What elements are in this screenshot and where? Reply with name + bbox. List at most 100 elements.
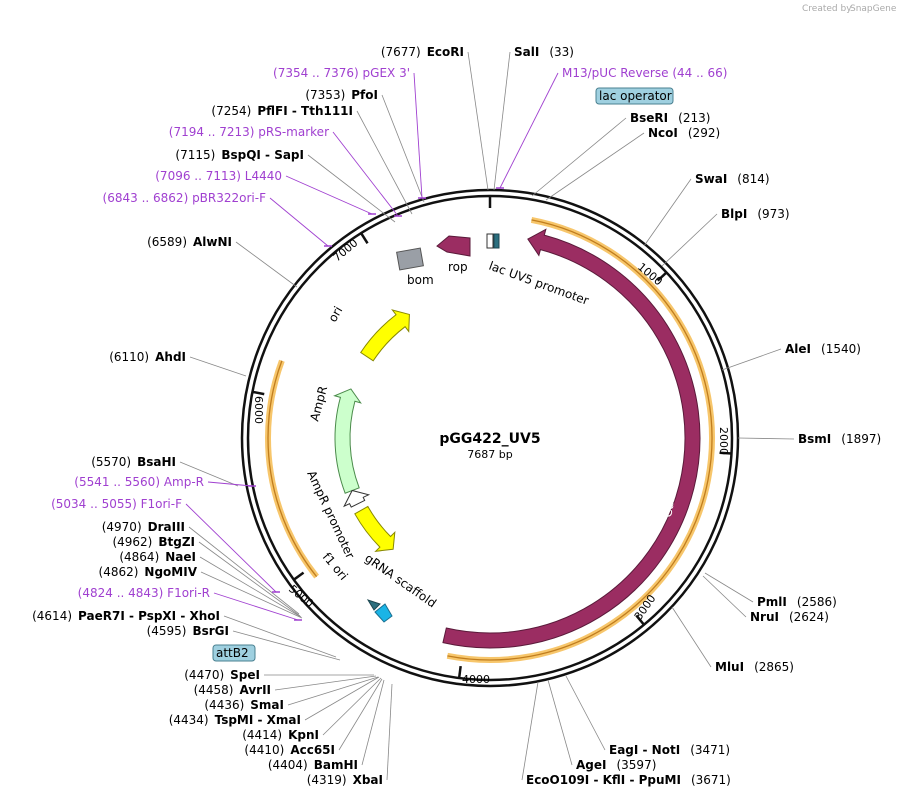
site-ngomiv[interactable]: NgoMIV(4862) (99, 565, 198, 579)
tick-label-5000: 5000 (286, 582, 316, 610)
site-position: (2586) (797, 595, 837, 609)
primer-range: (7194 .. 7213) (169, 125, 259, 139)
ampr-feature-arrow[interactable] (333, 388, 362, 494)
site-name: DraIII (148, 520, 185, 534)
primer-prs-marker[interactable]: (7194 .. 7213) pRS-marker (169, 125, 329, 139)
credit-text: Created by (802, 4, 852, 14)
site-name: EagI - NotI (609, 743, 680, 757)
attb2-box[interactable] (212, 644, 256, 662)
ori-feature-arrow[interactable] (360, 309, 410, 362)
site-bsmi[interactable]: BsmI(1897) (798, 432, 881, 446)
site-smai[interactable]: SmaI(4436) (204, 698, 284, 712)
site-xbai[interactable]: XbaI(4319) (307, 773, 383, 787)
site-leader (198, 541, 301, 617)
attb2-feature[interactable] (366, 599, 381, 611)
primer-f1ori-f[interactable]: (5034 .. 5055) F1ori-F (51, 497, 182, 511)
site-leader (704, 572, 754, 603)
site-paer7i-pspxi-xhoi[interactable]: PaeR7I - PspXI - XhoI(4614) (32, 609, 220, 623)
site-position: (4458) (194, 683, 234, 697)
site-name: BtgZI (158, 535, 195, 549)
primer-name: pRS-marker (258, 125, 329, 139)
primer-name: F1ori-R (167, 586, 210, 600)
site-leader (188, 526, 300, 615)
site-position: (5570) (91, 455, 131, 469)
primer-label: (5034 .. 5055) F1ori-F (51, 497, 182, 511)
site-name: AleI (785, 342, 811, 356)
credit-brand: SnapGene (850, 4, 897, 14)
site-leader (565, 675, 606, 751)
primer-leader (207, 481, 253, 487)
site-pflfi-tth111i[interactable]: PflFI - Tth111I(7254) (211, 104, 353, 118)
site-alei[interactable]: AleI(1540) (785, 342, 861, 356)
site-ahdi[interactable]: AhdI(6110) (109, 350, 186, 364)
site-name: NaeI (165, 550, 196, 564)
site-leader (661, 213, 718, 267)
primer-f1ori-r[interactable]: (4824 .. 4843) F1ori-R (78, 586, 210, 600)
site-position: (973) (757, 207, 789, 221)
site-ncoi[interactable]: NcoI(292) (648, 126, 720, 140)
site-leader (179, 461, 239, 487)
site-leader (381, 94, 425, 203)
site-leader (545, 132, 645, 201)
site-position: (4970) (102, 520, 142, 534)
site-nrui[interactable]: NruI(2624) (750, 610, 829, 624)
site-name: PflFI - Tth111I (257, 104, 353, 118)
site-avrii[interactable]: AvrII (4458) (194, 683, 271, 697)
cas9-highlight-line (447, 219, 713, 661)
feature-arcs (333, 228, 701, 649)
site-kpni[interactable]: KpnI(4414) (242, 728, 319, 742)
site-bamhi[interactable]: BamHI(4404) (268, 758, 358, 772)
primer-amp-r[interactable]: (5541 .. 5560) Amp-R (74, 475, 204, 489)
site-position: (3597) (616, 758, 656, 772)
lac-operator-box[interactable] (595, 87, 674, 105)
site-btgzi[interactable]: BtgZI(4962) (112, 535, 195, 549)
site-naei[interactable]: NaeI(4864) (119, 550, 196, 564)
site-blpi[interactable]: BlpI(973) (721, 207, 790, 221)
bom-feature-box[interactable] (396, 247, 424, 271)
rop-feature-arrow[interactable] (436, 235, 471, 257)
f1-ori-feature-arrow[interactable] (354, 505, 396, 552)
site-position: (2624) (789, 610, 829, 624)
cas9-feature-arrow[interactable] (442, 228, 701, 649)
site-bspqi-sapi[interactable]: BspQI - SapI(7115) (175, 148, 304, 162)
site-pmli[interactable]: PmlI(2586) (757, 595, 837, 609)
site-mlui[interactable]: MluI(2865) (715, 660, 794, 674)
site-alwni[interactable]: AlwNI(6589) (147, 235, 232, 249)
site-position: (814) (737, 172, 769, 186)
primer-l4440[interactable]: (7096 .. 7113) L4440 (155, 169, 282, 183)
site-bsahi[interactable]: BsaHI(5570) (91, 455, 176, 469)
site-name: KpnI (288, 728, 319, 742)
site-draiii[interactable]: DraIII (4970) (102, 520, 185, 534)
site-sali[interactable]: SalI(33) (514, 45, 574, 59)
primer-pgex-3[interactable]: (7354 .. 7376) pGEX 3' (273, 66, 410, 80)
site-position: (4595) (147, 624, 187, 638)
site-bseri[interactable]: BseRI(213) (630, 111, 710, 125)
site-acc65i[interactable]: Acc65I(4410) (244, 743, 335, 757)
primer-pbr322ori-f[interactable]: (6843 .. 6862) pBR322ori-F (103, 191, 267, 205)
site-leader-lines (179, 51, 795, 781)
lac-uv5-promoter-feature[interactable] (486, 233, 494, 249)
site-position: (33) (549, 45, 574, 59)
lac-operator-feature[interactable] (493, 233, 500, 249)
primer-name: L4440 (245, 169, 282, 183)
grna-scaffold-feature[interactable] (374, 603, 393, 623)
site-name: AvrII (239, 683, 271, 697)
ampr-promoter-feature-arrow[interactable] (343, 489, 371, 508)
site-ecori[interactable]: EcoRI(7677) (381, 45, 464, 59)
site-name: BsmI (798, 432, 831, 446)
site-spei[interactable]: SpeI(4470) (184, 668, 260, 682)
site-agei[interactable]: AgeI(3597) (576, 758, 656, 772)
site-bsrgi[interactable]: BsrGI(4595) (147, 624, 229, 638)
site-swai[interactable]: SwaI(814) (695, 172, 770, 186)
primer-leader (269, 197, 329, 247)
site-name: XbaI (353, 773, 383, 787)
site-leader (235, 241, 298, 288)
site-pfoi[interactable]: PfoI(7353) (305, 88, 378, 102)
site-leader (737, 437, 795, 440)
tick-6000 (252, 390, 265, 396)
primer-m13-puc-reverse[interactable]: M13/pUC Reverse (44 .. 66) (562, 66, 727, 80)
site-ecoo109i-kfli-ppumi[interactable]: EcoO109I - KflI - PpuMI(3671) (526, 773, 731, 787)
site-eagi-noti[interactable]: EagI - NotI(3471) (609, 743, 730, 757)
tick-7000 (360, 232, 369, 244)
site-tspmi-xmai[interactable]: TspMI - XmaI(4434) (169, 713, 301, 727)
